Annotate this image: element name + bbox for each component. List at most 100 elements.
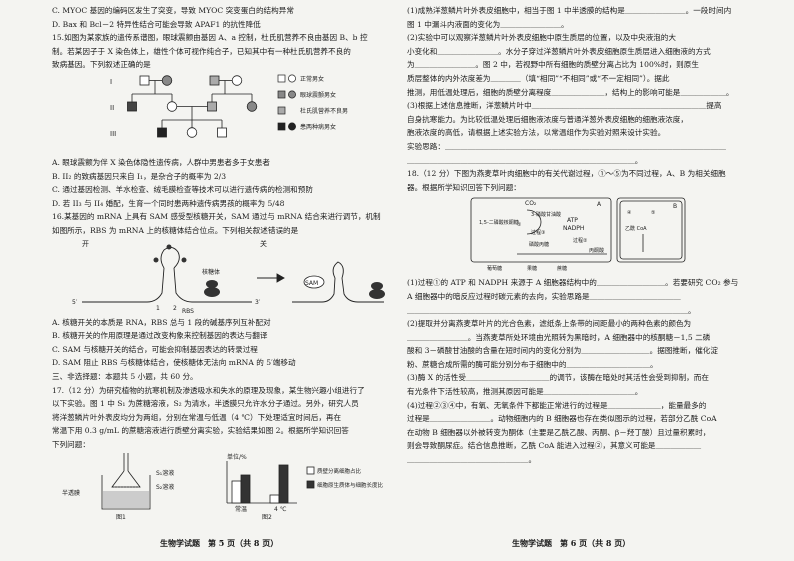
label-segment-1: 1	[156, 305, 160, 312]
text-line: 18.（12 分）下图为燕麦草叶肉细胞中的有关代谢过程，①～⑤为不同过程，A、B…	[407, 169, 726, 179]
label-process-2: 过程②	[573, 237, 588, 244]
label-3prime: 3′	[255, 299, 261, 306]
riboswitch-figure: 开 关 核糖体 RBS SAM 5′ 3′ 1 2	[52, 238, 387, 316]
text-line: 推测，用低温处理后，细胞的质壁分离程度＿＿＿＿＿＿＿，结构上的影响可能是＿＿＿＿…	[407, 87, 734, 97]
label-process-5: ⑤	[651, 210, 655, 216]
text-line: 17.（12 分）为研究植物的抗寒机制及渗透吸水和失水的原理及现象，某生物兴趣小…	[52, 385, 365, 395]
text-line: 小变化和＿＿＿＿＿＿＿＿。水分子穿过洋葱鳞片叶外表皮细胞原生质层进入细胞液的方式	[407, 46, 711, 56]
text-line: (3)酶 X 的活性受＿＿＿＿＿＿＿＿＿＿＿的调节，该酶在暗处时其活性会受到抑制…	[407, 373, 709, 383]
text-line: 常温下用 0.3 g/mL 的蔗糖溶液进行质壁分离实验，实验结果如图 2。根据所…	[52, 426, 349, 436]
text-line: C. SAM 与核糖开关的结合，可能会抑制基因表达的转录过程	[52, 344, 258, 354]
label-process-3: 过程③	[531, 229, 545, 236]
text-line: (1)过程①的 ATP 和 NADPH 来源于 A 细胞器结构中的＿＿＿＿＿＿＿…	[407, 278, 739, 288]
label-open: 开	[82, 240, 89, 248]
legend-dmd: 杜氏肌营养不良男	[300, 107, 348, 115]
text-line: 16.某基因的 mRNA 上具有 SAM 感受型核糖开关，SAM 通过与 mRN…	[52, 212, 381, 222]
legend-nystagmus: 眼球震颤男女	[300, 91, 336, 99]
fig2-caption: 图2	[262, 514, 272, 521]
text-line: 胞液浓度的高低，请根据上述实验方法，以常温组作为实验对照来设计实验。	[407, 128, 666, 138]
text-line: A. 眼球震颤为伴 X 染色体隐性遗传病，人群中男患者多于女患者	[52, 157, 270, 167]
fig2-legend-2: 细胞原生质体与细胞长度比	[317, 481, 384, 489]
text-line: (3)根据上述信息推断，洋葱鳞片叶中＿＿＿＿＿＿＿＿＿＿＿＿＿＿＿＿＿＿＿＿＿＿…	[407, 101, 722, 111]
text-line: 如图所示，RBS 为 mRNA 上的核糖体结合位点。下列相关叙述错误的是	[52, 225, 299, 235]
label-sucrose: 蔗糖	[557, 265, 567, 272]
page-6-footer: 生物学试题 第 6 页（共 8 页）	[512, 538, 631, 548]
legend-normal: 正常男女	[300, 75, 324, 83]
text-line: C. MYOC 基因的编码区发生了突变，导致 MYOC 突变蛋白的结构异常	[52, 6, 294, 15]
text-line: 器。根据所学知识回答下列问题：	[407, 182, 521, 192]
text-line: 下列问题：	[52, 439, 90, 449]
label-fructose: 果糖	[527, 265, 537, 272]
fig1-caption: 图1	[116, 514, 126, 521]
label-s1: S₁溶液	[156, 469, 174, 477]
cat-low-temp: 4 ℃	[274, 506, 287, 513]
label-segment-2: 2	[173, 305, 177, 312]
riboswitch-diagram: 开 关 核糖体 RBS SAM 5′ 3′ 1 2	[72, 239, 385, 315]
label-sam: SAM	[305, 280, 318, 287]
q18-questions: (1)过程①的 ATP 和 NADPH 来源于 A 细胞器结构中的＿＿＿＿＿＿＿…	[407, 276, 766, 466]
pedigree-figure: I II III 正常男女 眼球震颤男女 杜氏肌营养不良男 患两种病男女	[52, 72, 387, 156]
text-line: (2)实验中可以观察洋葱鳞片叶外表皮细胞中原生质层的位置，以及中央液泡的大	[407, 33, 676, 43]
label-membrane: 半透膜	[62, 489, 80, 497]
text-line: 以下实验。图 1 中 S₁ 为蔗糖溶液，S₂ 为清水，半透膜只允许水分子通过。另…	[52, 399, 359, 409]
fig2-unit: 单位/%	[227, 453, 247, 461]
label-s2: S₂溶液	[156, 483, 174, 491]
label-rbs: RBS	[182, 308, 194, 315]
text-line: 实验思路：＿＿＿＿＿＿＿＿＿＿＿＿＿＿＿＿＿＿＿＿＿＿＿＿＿＿＿＿＿＿＿＿＿＿＿…	[407, 141, 726, 151]
label-organelle-a: A	[597, 201, 602, 208]
text-line: 酸和 3－磷酸甘油酸的含量在短时间内的变化分别为＿＿＿＿＿＿＿＿＿。据图推断，催…	[407, 346, 718, 356]
text-line: ＿＿＿＿＿＿＿＿＿＿＿＿＿＿＿＿＿＿＿＿＿＿＿＿＿＿＿＿＿＿＿＿＿＿＿＿＿。	[407, 305, 696, 315]
text-line: ＿＿＿＿＿＿＿＿＿＿＿＿＿＿＿＿。	[407, 455, 537, 465]
text-line: 在动物 B 细胞器以外被转变为酮体（主要是乙酰乙酸、丙酮、β－羟丁酸）且过量积累…	[407, 427, 711, 437]
text-line: B. II₂ 的致病基因只来自 I₁，是杂合子的概率为 2/3	[52, 171, 227, 181]
q15-q16-text: A. 眼球震颤为伴 X 染色体隐性遗传病，人群中男患者多于女患者 B. II₂ 的…	[52, 156, 387, 238]
text-line: 为＿＿＿＿＿＿＿＿。图 2 中，若视野中所有细胞的质壁分离占比为 100%时，则…	[407, 60, 699, 70]
text-line: D. 若 II₃ 与 II₄ 婚配，生育一个同时患两种遗传病男孩的概率为 5/4…	[52, 198, 285, 208]
label-ribosome: 核糖体	[202, 268, 220, 276]
q17-figure-svg: S₁溶液 S₂溶液 半透膜 图1 单位/% 图2 常温 4 ℃ 质壁分离细胞占比…	[62, 453, 384, 521]
text-line: (1)成熟洋葱鳞片叶外表皮细胞中，相当于图 1 中半透膜的结构是＿＿＿＿＿＿＿＿…	[407, 6, 732, 15]
label-process-4: ④	[627, 210, 632, 216]
label-organelle-b: B	[673, 203, 677, 210]
text-line: 15.如图为某家族的遗传系谱图，眼球震颤由基因 A、a 控制，杜氏肌营养不良由基…	[52, 33, 368, 43]
label-pyruvate: 丙酮酸	[589, 247, 604, 254]
legend-both: 患两种病男女	[300, 123, 336, 131]
text-line: 过程是＿＿＿＿＿＿＿＿。动物细胞内的 B 细胞器也存在类似图示的过程，若部分乙酰…	[407, 414, 717, 424]
text-line: (2)提取并分离燕麦草叶片的光合色素，滤纸条上条带的间距最小的两种色素的颜色为	[407, 319, 692, 329]
label-glucose: 葡萄糖	[487, 265, 502, 272]
text-line: 自身抗寒能力。为比较低温处理后细胞液浓度与普通洋葱外表皮细胞的细胞液浓度，	[407, 114, 688, 124]
q17-figures: S₁溶液 S₂溶液 半透膜 图1 单位/% 图2 常温 4 ℃ 质壁分离细胞占比…	[52, 451, 387, 521]
gen-label-1: I	[110, 78, 112, 86]
text-line: ＿＿＿＿＿＿＿＿＿＿＿＿＿＿＿＿＿＿＿＿＿＿＿＿＿＿＿＿＿＿。	[407, 155, 643, 165]
text-line: D. SAM 阻止 RBS 与核糖体结合，使核糖体无法向 mRNA 的 5′端移…	[52, 358, 296, 368]
text-line: 图 1 中漏斗内液面的变化为＿＿＿＿＿＿＿＿。	[407, 19, 569, 29]
fig2-legend-1: 质壁分离细胞占比	[317, 467, 362, 475]
text-line: ＿＿＿＿＿＿＿＿。当燕麦草所处环境由光照转为黑暗时，A 细胞器中的核酮糖－1,5…	[407, 332, 711, 342]
text-line: A. 核糖开关的本质是 RNA，RBS 总与 1 段的碱基序列互补配对	[52, 317, 271, 327]
text-line: 粉、蔗糖合成所需的酶可能分别分布于细胞中的＿＿＿＿＿＿＿＿＿＿＿。	[407, 359, 658, 369]
text-line: 制。若某因子于 X 染色体上，雄性个体可视作纯合子，已知其中有一种杜氏肌营养不良…	[52, 46, 351, 56]
gen-label-3: III	[110, 130, 116, 138]
label-close: 关	[260, 239, 267, 248]
cat-room-temp: 常温	[235, 505, 247, 513]
label-tp: 磷酸丙糖	[529, 241, 549, 248]
page-6: (1)成熟洋葱鳞片叶外表皮细胞中，相当于图 1 中半透膜的结构是＿＿＿＿＿＿＿＿…	[397, 0, 794, 561]
label-rubp: 1,5-二磷酸核酮糖	[479, 219, 519, 226]
page-5-footer: 生物学试题 第 5 页（共 8 页）	[160, 538, 279, 548]
page-5: C. MYOC 基因的编码区发生了突变，导致 MYOC 突变蛋白的结构异常 D. …	[52, 4, 387, 548]
metabolism-diagram: CO₂ A B ATP NADPH 3-磷酸甘油酸 1,5-二磷酸核酮糖 磷酸丙…	[470, 197, 686, 272]
text-line: 致病基因。下列叙述正确的是	[52, 60, 151, 70]
metabolism-figure: CO₂ A B ATP NADPH 3-磷酸甘油酸 1,5-二磷酸核酮糖 磷酸丙…	[407, 194, 766, 276]
text-line: D. Bax 和 Bcl－2 特异性结合可能会导致 APAF1 的抗性降低	[52, 19, 261, 29]
q14-q15-text: C. MYOC 基因的编码区发生了突变，导致 MYOC 突变蛋白的结构异常 D. …	[52, 4, 387, 72]
q17-q18-text: (1)成熟洋葱鳞片叶外表皮细胞中，相当于图 1 中半透膜的结构是＿＿＿＿＿＿＿＿…	[407, 4, 766, 194]
gen-label-2: II	[110, 104, 114, 112]
label-nadph: NADPH	[563, 225, 584, 232]
text-line: (4)过程②③④中，有氧、无氧条件下都能正常进行的过程是＿＿＿＿＿＿＿，能量最多…	[407, 400, 707, 410]
label-atp: ATP	[567, 217, 578, 224]
text-line: 质层整体的内外浓度差为＿＿＿＿（填“相同”“不相同”或“不一定相同”）。据此	[407, 73, 670, 83]
label-process-1: ①	[517, 222, 522, 228]
text-line: C. 通过基因检测、羊水检查、绒毛膜检查等技术可以进行遗传病的检测和预防	[52, 185, 313, 195]
label-c3: 3-磷酸甘油酸	[531, 211, 561, 218]
